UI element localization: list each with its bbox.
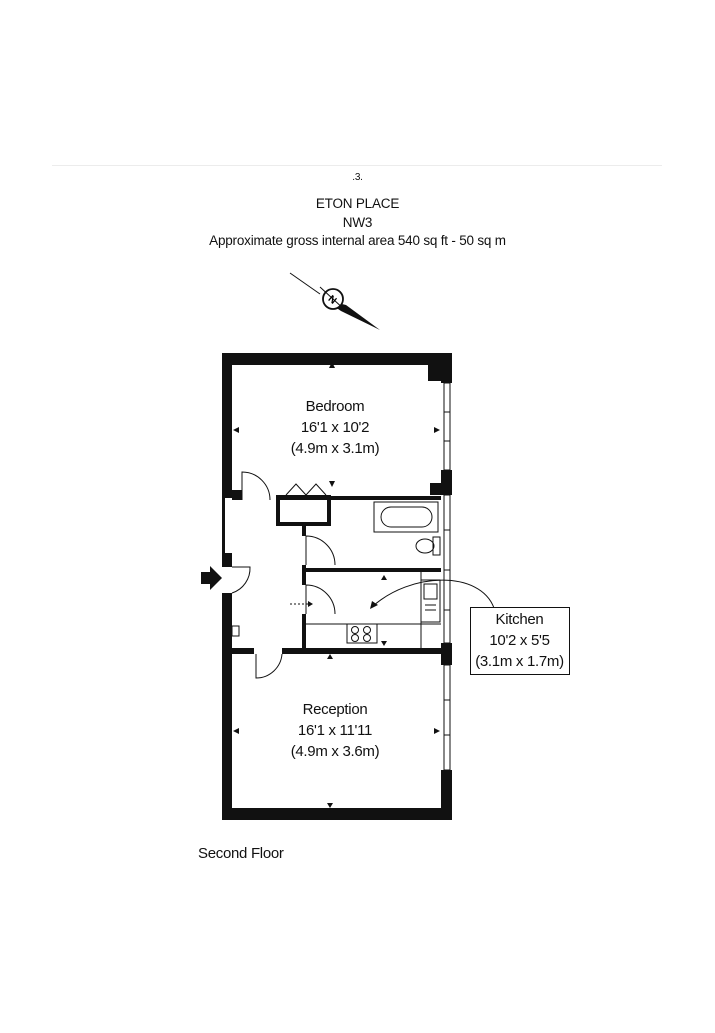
kitchen-name: Kitchen [495, 611, 544, 628]
dashed-arrow [290, 601, 313, 607]
windows [443, 382, 451, 771]
reception-metric: (4.9m x 3.6m) [290, 743, 380, 760]
kitchen-metric: (3.1m x 1.7m) [475, 653, 564, 670]
bath-icon [373, 501, 439, 533]
page-divider [52, 165, 662, 166]
bedroom-name: Bedroom [305, 398, 365, 415]
interior-walls [231, 483, 441, 654]
bedroom-label: Bedroom 16'1 x 10'2 (4.9m x 3.1m) [235, 396, 435, 459]
entrance-arrow-icon [201, 566, 222, 590]
kitchen-label: Kitchen 10'2 x 5'5 (3.1m x 1.7m) [471, 609, 568, 672]
area-summary: Approximate gross internal area 540 sq f… [209, 233, 506, 248]
kitchen-imperial: 10'2 x 5'5 [489, 632, 550, 649]
exterior-walls [222, 353, 452, 820]
plan-reference: .3. [352, 172, 363, 183]
reception-label: Reception 16'1 x 11'11 (4.9m x 3.6m) [230, 699, 440, 762]
floor-name: Second Floor [198, 845, 284, 862]
kitchen-pointer [370, 579, 495, 609]
doors [231, 471, 336, 679]
kitchen-label-box: Kitchen 10'2 x 5'5 (3.1m x 1.7m) [470, 607, 570, 675]
toilet-icon [415, 536, 441, 556]
reception-name: Reception [302, 701, 368, 718]
reception-imperial: 16'1 x 11'11 [297, 722, 373, 739]
address-line-1: ETON PLACE [315, 196, 400, 211]
hob-icon [346, 623, 378, 644]
bedroom-metric: (4.9m x 3.1m) [290, 440, 380, 457]
north-arrow-icon: N [289, 272, 380, 330]
address-line-2: NW3 [342, 215, 373, 230]
dimension-markers [233, 362, 440, 808]
bedroom-imperial: 16'1 x 10'2 [300, 419, 370, 436]
sink-icon [420, 579, 441, 623]
